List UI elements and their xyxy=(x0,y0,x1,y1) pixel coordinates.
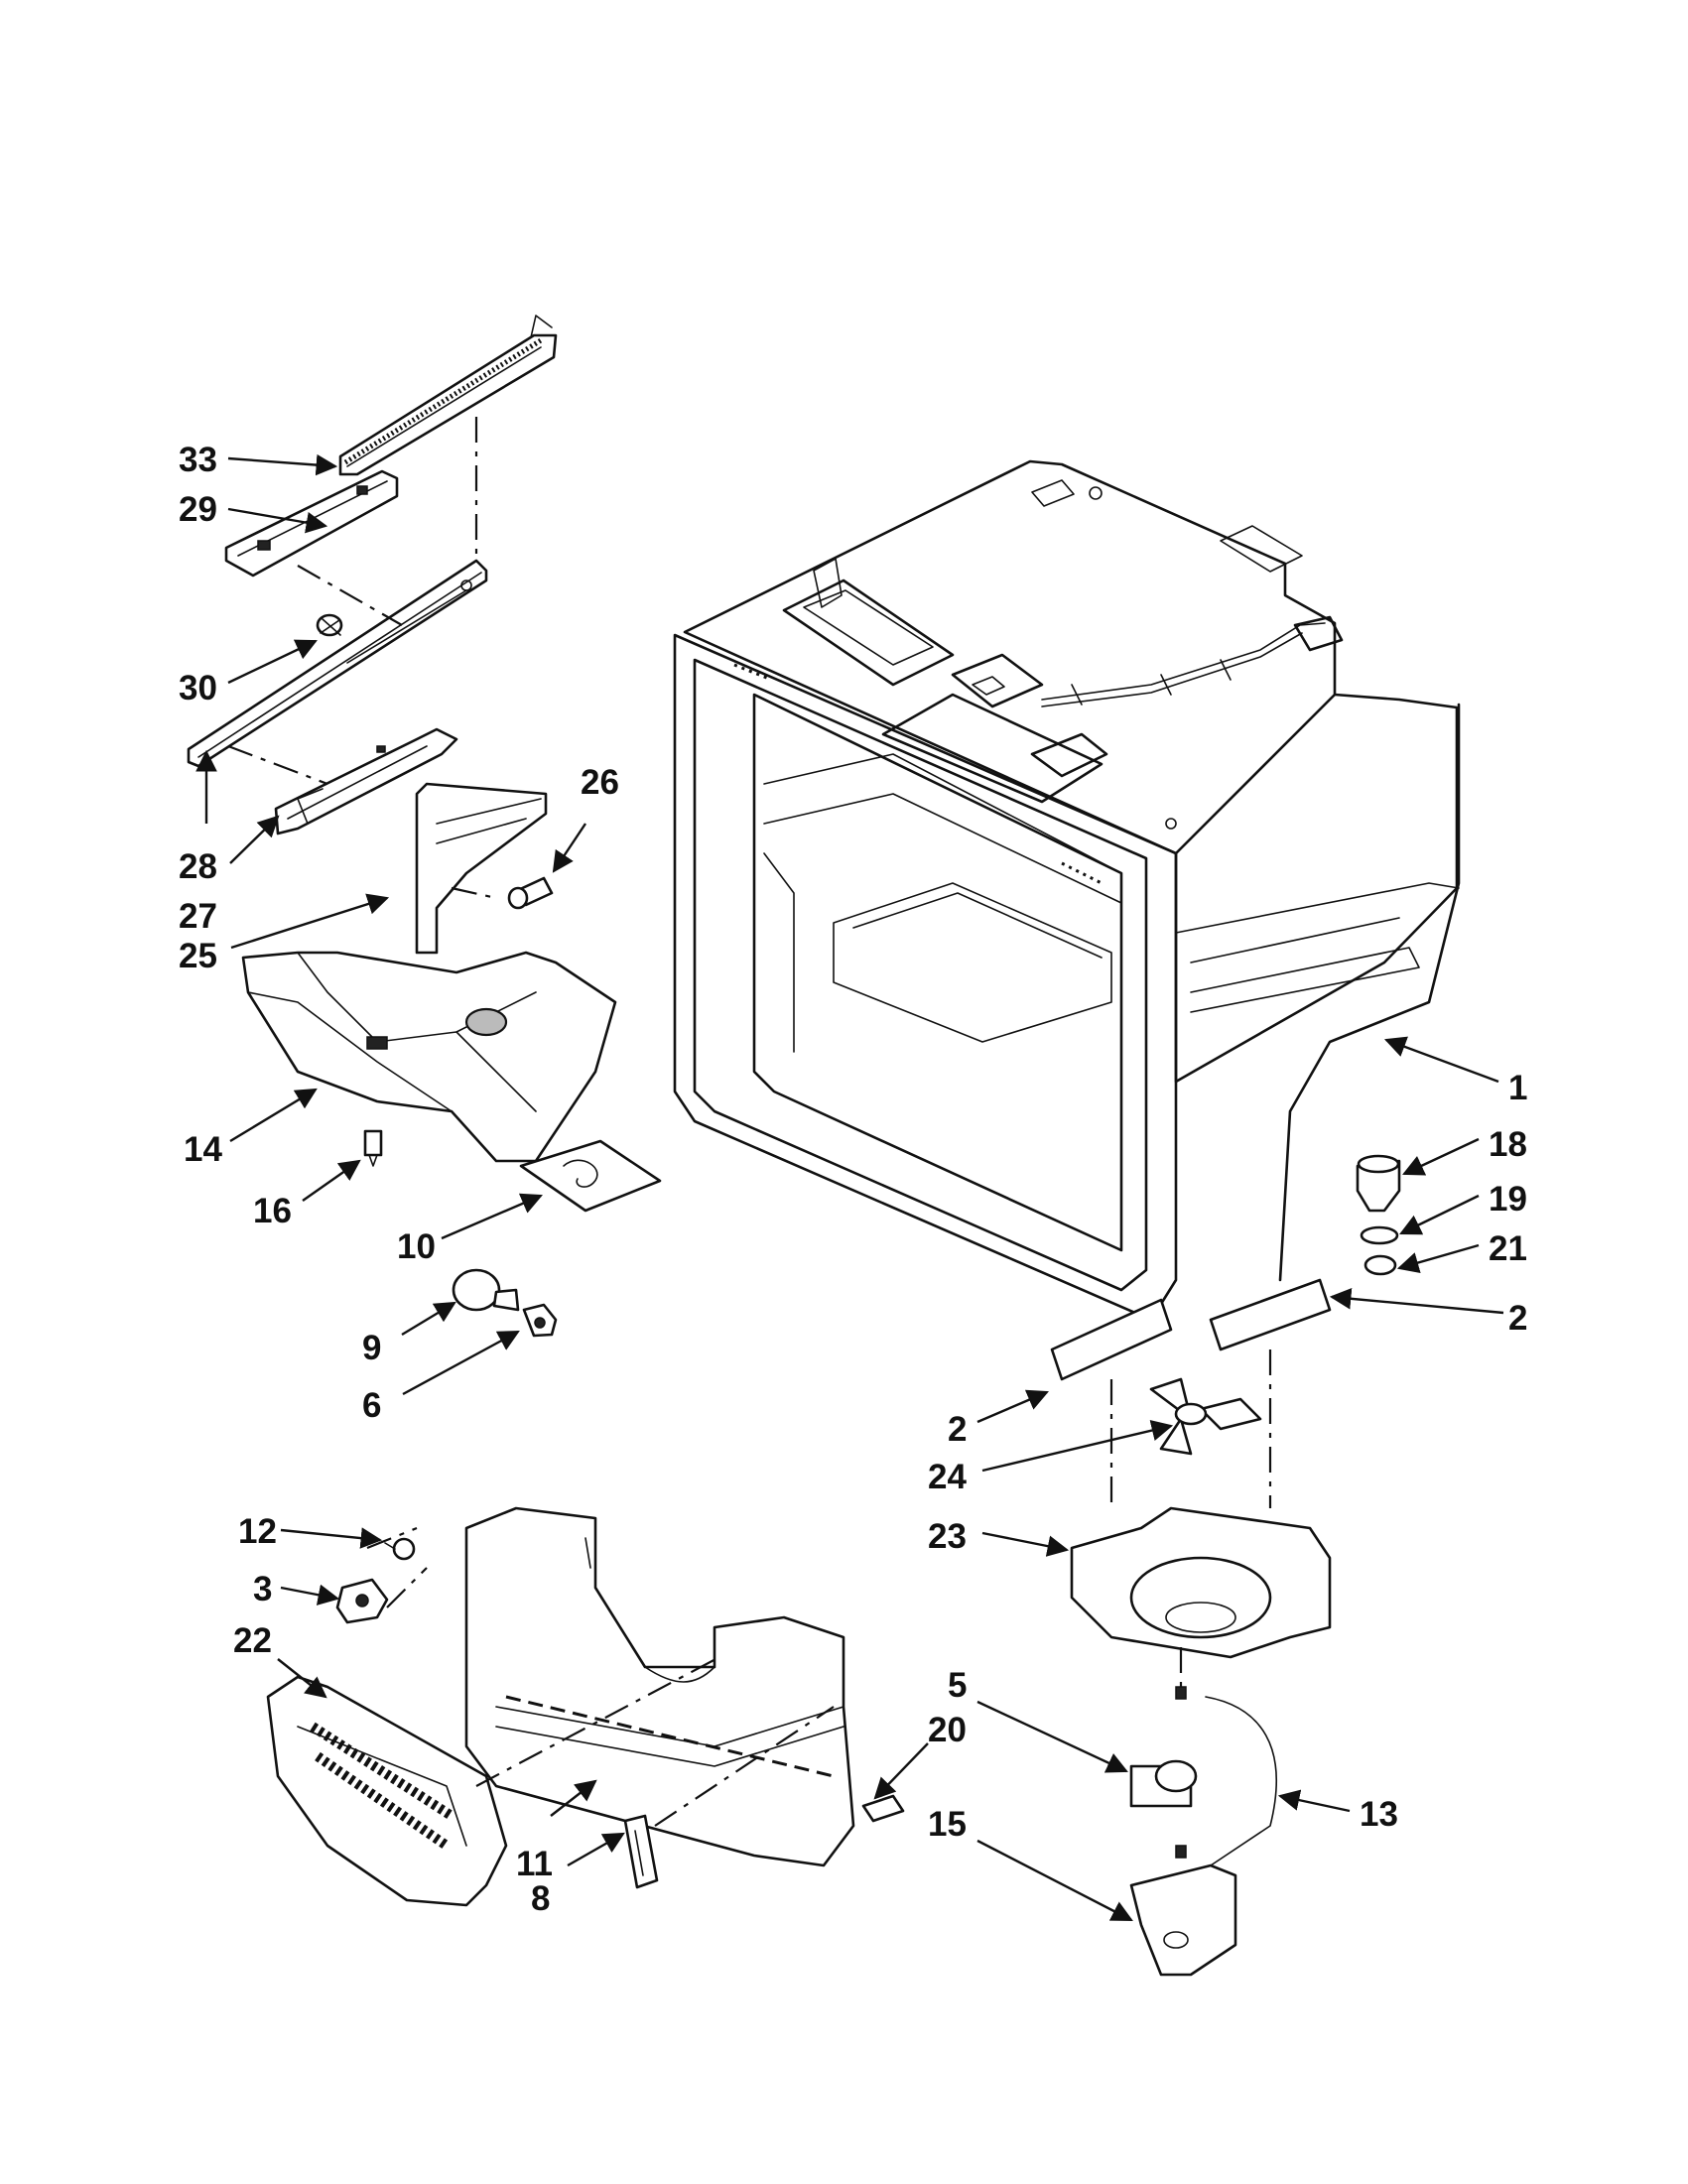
callout-26: 26 xyxy=(581,763,619,802)
callout-21: 21 xyxy=(1489,1229,1527,1268)
leader-lines xyxy=(195,453,1504,1922)
washer-part-21 xyxy=(1363,1254,1397,1276)
rear-panel-part xyxy=(464,1506,855,1867)
screw-part-30 xyxy=(316,613,343,637)
callout-20: 20 xyxy=(928,1711,967,1749)
cap-part-18 xyxy=(1356,1154,1401,1213)
callout-13: 13 xyxy=(1360,1795,1398,1834)
callout-33: 33 xyxy=(179,441,217,479)
callout-30: 30 xyxy=(179,669,217,707)
callout-15: 15 xyxy=(928,1805,967,1844)
callout-10: 10 xyxy=(397,1227,436,1266)
bracket-part-15 xyxy=(1129,1863,1237,1977)
fan-shroud-part-23 xyxy=(1070,1506,1332,1659)
callout-27: 27 xyxy=(179,897,217,936)
callout-16: 16 xyxy=(253,1192,292,1230)
label-part-10 xyxy=(519,1139,662,1213)
callout-6: 6 xyxy=(362,1386,381,1425)
callout-14: 14 xyxy=(184,1130,222,1169)
callout-22: 22 xyxy=(233,1621,272,1660)
callout-2-right: 2 xyxy=(1508,1299,1527,1338)
screw-part-12 xyxy=(384,1537,416,1561)
fan-blade-part-24 xyxy=(1149,1377,1262,1456)
light-housing-part-14 xyxy=(241,951,617,1163)
switch-part-16 xyxy=(363,1129,383,1167)
control-bracket-part-25 xyxy=(415,782,548,955)
air-damper-part-3 xyxy=(335,1578,389,1624)
callout-5: 5 xyxy=(948,1666,967,1705)
callout-3: 3 xyxy=(253,1570,272,1608)
gasket-part-20 xyxy=(861,1794,905,1823)
callout-11: 11 xyxy=(516,1845,553,1883)
callout-25: 25 xyxy=(179,937,217,975)
light-socket-part-6 xyxy=(522,1303,558,1338)
callout-28: 28 xyxy=(179,847,217,886)
callout-2-left: 2 xyxy=(948,1410,967,1449)
callout-1: 1 xyxy=(1508,1069,1527,1107)
light-bulb-part-9 xyxy=(452,1268,520,1312)
callout-9: 9 xyxy=(362,1329,381,1367)
callout-8: 8 xyxy=(531,1879,550,1918)
drawer-slide-assembly xyxy=(187,315,558,835)
cover-part-8 xyxy=(623,1814,659,1889)
fan-motor-part-5 xyxy=(1129,1686,1198,1859)
callout-12: 12 xyxy=(238,1512,277,1551)
callout-23: 23 xyxy=(928,1517,967,1556)
callout-18: 18 xyxy=(1489,1125,1527,1164)
ring-part-19 xyxy=(1360,1225,1399,1245)
freezer-liner-part xyxy=(673,459,1461,1322)
callout-labels: 33 29 30 28 27 25 26 14 16 10 9 6 12 3 2… xyxy=(179,441,1527,1918)
wire-part-13 xyxy=(1205,1696,1278,1866)
callout-19: 19 xyxy=(1489,1180,1527,1219)
screw-part-26 xyxy=(507,876,554,910)
callout-29: 29 xyxy=(179,490,217,529)
foam-part-2 xyxy=(1050,1278,1332,1381)
callout-24: 24 xyxy=(928,1458,967,1496)
